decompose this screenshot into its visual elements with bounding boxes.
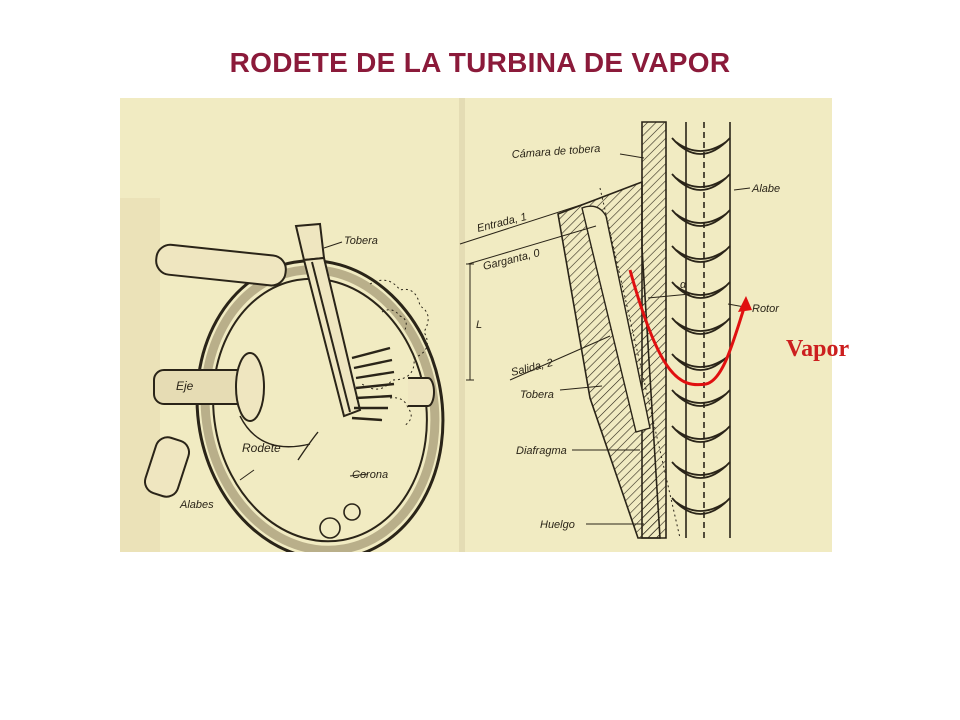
label-alabes-left: Alabes [179,499,214,511]
shaft-end [408,377,435,407]
turbine-diagram: Tobera Eje Rodete Corona Alabes [120,98,832,552]
paper-background [120,98,832,552]
label-eje: Eje [176,379,194,393]
wheel-illustration [143,222,445,552]
nozzle [294,222,362,418]
vapor-label: Vapor [786,336,850,362]
label-rodete: Rodete [242,441,281,455]
nozzle-channel [581,205,651,433]
steam-flow-arrow [628,269,752,387]
rim-bolt [343,503,361,521]
hub [235,352,265,422]
nozzle-block [557,180,661,539]
blade-section [459,98,751,552]
dimension-lines [459,187,691,539]
label-alabe: Alabe [751,183,780,195]
label-tobera-left: Tobera [344,235,378,247]
page-title: RODETE DE LA TURBINA DE VAPOR [229,46,731,78]
label-diafragma: Diafragma [516,445,567,457]
blade-row [671,137,731,515]
label-corona: Corona [352,469,388,481]
rotation-arrow [297,431,319,461]
top-pipe [155,243,287,287]
diagram-drawing: Tobera Eje Rodete Corona Alabes [120,98,832,552]
rim-outer [195,259,445,552]
label-alpha: α [680,279,687,291]
paper-stain-left [120,198,160,552]
steam-cloud [361,279,429,427]
label-l: L [476,319,482,331]
bottom-pipe [143,436,191,498]
label-tobera-right: Tobera [520,389,554,401]
label-rotor: Rotor [752,303,780,315]
wheel-curve [239,415,311,448]
label-huelgo: Huelgo [540,519,575,531]
rim-bolt [319,517,341,539]
wheel-blades [351,346,395,422]
left-leader-lines [239,241,369,481]
